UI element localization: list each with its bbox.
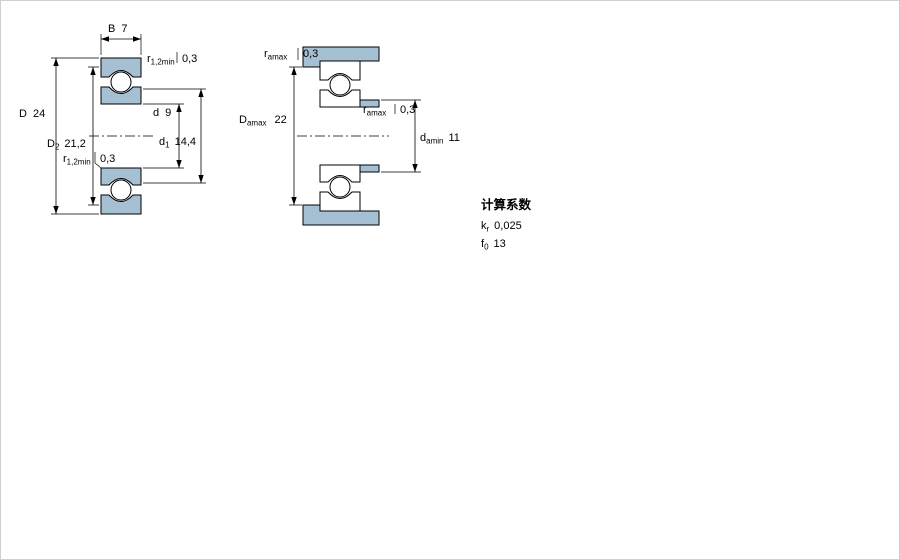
calculation-factors-title: 计算系数 [481,197,532,212]
chamfer-leader-lines [94,52,178,169]
ball-bottom [110,179,132,201]
outer-ring-bottom-section [100,194,142,215]
ball-top-mounting [329,74,351,96]
fillet-top-dim-label: ramax [264,48,287,62]
bearing-outline-sections [319,60,361,212]
inner-ring-bottom-section [100,167,142,186]
chamfer-top-dim-label: r1,2min [147,53,175,67]
outer-ring-top-section [100,57,142,78]
fillet-mid-dim-label: ramax [363,104,386,118]
fillet-mid-dim-value: 0,3 [400,104,415,116]
ball-bottom-mounting [329,176,351,198]
chamfer-top-dim-value: 0,3 [182,53,197,65]
ball-top [110,71,132,93]
fillet-top-dim-value: 0,3 [303,48,318,60]
inner-ring-top-section [100,86,142,105]
fillet-leader-lines [297,48,396,114]
chamfer-bottom-dim-value: 0,3 [100,153,115,165]
chamfer-bottom-dim-label: r1,2min [63,153,91,167]
shaft-shoulder-bottom [359,164,380,173]
